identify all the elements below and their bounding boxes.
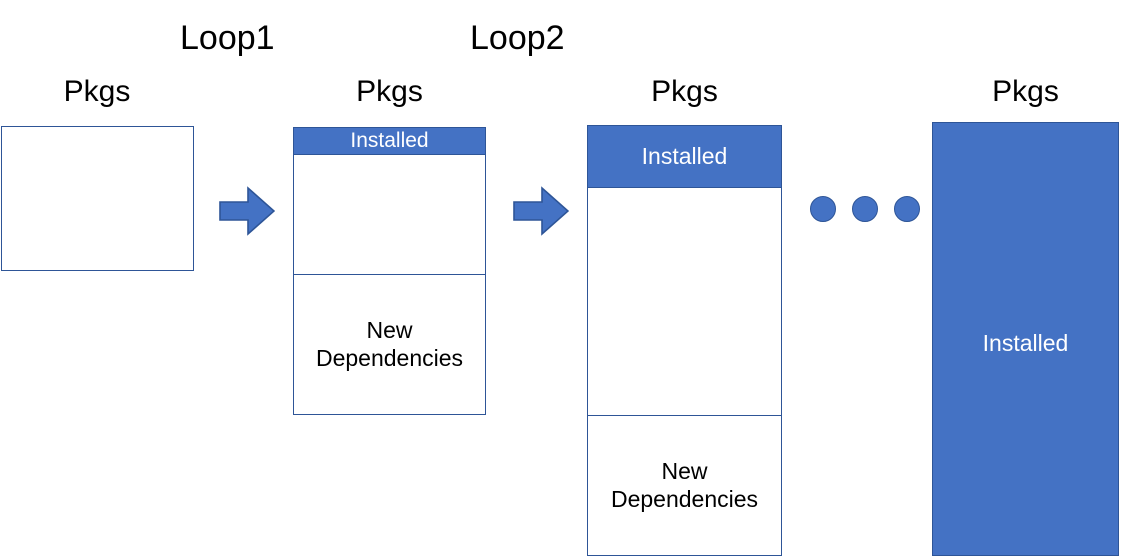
pkgs-header-2: Pkgs xyxy=(356,75,423,108)
stage-loop2-deps-label: New Dependencies xyxy=(610,458,759,513)
stage-initial-empty-section xyxy=(2,127,193,270)
loop-label-1: Loop1 xyxy=(180,19,275,57)
stage-loop1-box: Installed New Dependencies xyxy=(293,127,486,415)
stage-loop2-deps-section: New Dependencies xyxy=(588,415,781,555)
right-arrow-icon xyxy=(513,186,570,236)
pkgs-header-4: Pkgs xyxy=(992,75,1059,108)
right-arrow-icon xyxy=(219,186,276,236)
stage-loop2-box: Installed New Dependencies xyxy=(587,125,782,556)
stage-loop1-installed-section: Installed xyxy=(294,128,485,155)
stage-loop1-deps-label: New Dependencies xyxy=(315,317,464,372)
stage-loop1-installed-label: Installed xyxy=(350,128,429,152)
stage-loop1-empty-section xyxy=(294,154,485,275)
ellipsis-dot-2 xyxy=(852,196,878,222)
pkgs-header-3: Pkgs xyxy=(651,75,718,108)
stage-final-box: Installed xyxy=(932,122,1119,556)
stage-initial-box xyxy=(1,126,194,271)
stage-loop2-installed-section: Installed xyxy=(588,126,781,188)
ellipsis-dot-1 xyxy=(810,196,836,222)
stage-loop2-empty-section xyxy=(588,187,781,416)
stage-final-installed-label: Installed xyxy=(982,330,1069,356)
arrow-stage1-to-stage2 xyxy=(219,185,276,237)
ellipsis-dots xyxy=(810,196,920,222)
pkgs-header-1: Pkgs xyxy=(63,75,131,108)
stage-loop1-deps-section: New Dependencies xyxy=(294,274,485,414)
loop-label-2: Loop2 xyxy=(470,19,565,57)
ellipsis-dot-3 xyxy=(894,196,920,222)
stage-loop2-installed-label: Installed xyxy=(641,143,728,170)
arrow-stage2-to-stage3 xyxy=(513,185,570,237)
